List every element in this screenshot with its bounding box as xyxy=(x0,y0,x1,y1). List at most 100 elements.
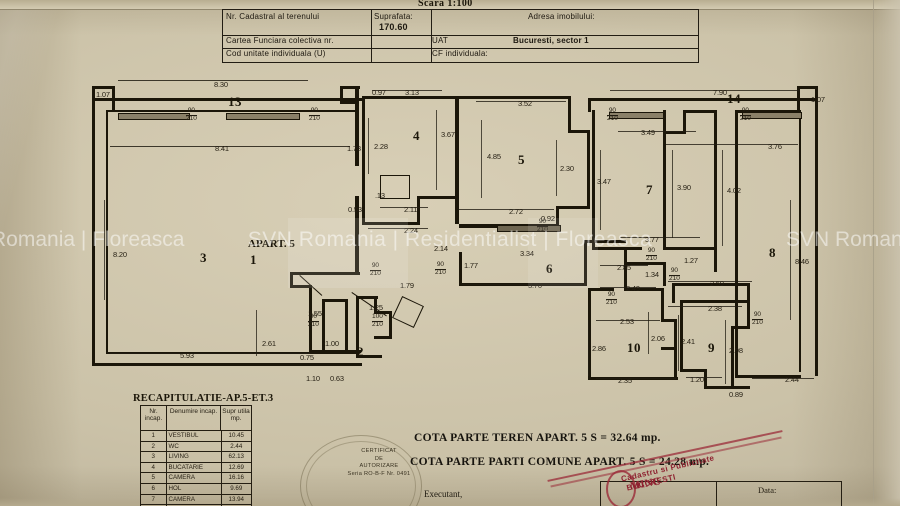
dimline-230 xyxy=(556,140,557,196)
dimline-298 xyxy=(725,320,726,384)
wall-room9-r2 xyxy=(747,300,750,326)
wall-room9-bot1 xyxy=(680,369,706,372)
door-height: 210 xyxy=(186,114,197,122)
dimension-label: 3.52 xyxy=(518,99,532,108)
wall-vestibul-v xyxy=(290,272,293,286)
wall-room9-left xyxy=(680,300,683,372)
dimension-label: 2.98 xyxy=(729,346,743,355)
door-width: 90 xyxy=(538,218,547,225)
wall-entry-b xyxy=(356,296,359,358)
wall-room5-right-a xyxy=(568,96,571,132)
recap-cell-nr: 1 xyxy=(141,431,167,441)
dimension-label: 1.25 xyxy=(369,303,383,312)
scale-label: Scara 1:100 xyxy=(418,0,473,9)
wall-room9-ceil xyxy=(680,300,748,303)
wall-wc-right xyxy=(345,299,348,353)
dimension-label: 8.41 xyxy=(215,144,229,153)
recap-cell-nr: 4 xyxy=(141,462,167,473)
recap-cell-name: VESTIBUL xyxy=(167,431,222,441)
dimline-370 xyxy=(462,284,582,285)
dimension-label: 0.89 xyxy=(729,390,743,399)
recap-cell-nr: 5 xyxy=(141,473,167,483)
wall-right-outer xyxy=(815,86,818,376)
dimension-label: 3.67 xyxy=(441,130,455,139)
wall-room9-rv3 xyxy=(731,326,734,388)
wall-room9-bot2 xyxy=(704,386,750,389)
dimension-label: 4.02 xyxy=(727,186,741,195)
dimension-label: 2.72 xyxy=(509,207,523,216)
wall-room5-step xyxy=(568,130,590,133)
wall-room7-bot2 xyxy=(663,247,717,250)
door-width: 90 xyxy=(741,107,750,114)
dimension-label: 4.85 xyxy=(487,152,501,161)
dimline-259 xyxy=(668,281,752,282)
dimension-label: 2.53 xyxy=(620,317,634,326)
cert-line-2: DE xyxy=(374,455,384,462)
wall-spine-lower xyxy=(355,196,359,274)
wall-tr-return-v xyxy=(797,86,800,112)
dimline-253 xyxy=(596,320,660,321)
dimension-label: 3.70 xyxy=(528,281,542,290)
wall-left-outer xyxy=(92,98,95,366)
wall-vestibul-h xyxy=(290,285,312,288)
dimline-235 xyxy=(596,378,676,379)
wall-left-inner xyxy=(106,110,108,354)
wall-room5-right-b xyxy=(587,130,590,208)
wall-room4-rtop xyxy=(417,196,457,199)
recap-cell-nr: 7 xyxy=(141,494,167,505)
door-height: 210 xyxy=(308,320,319,328)
cad-col2-header: Suprafata: xyxy=(374,12,413,21)
dimline-211 xyxy=(380,207,428,208)
dimline-224 xyxy=(368,228,428,229)
dimline-244 xyxy=(752,378,814,379)
wall-tl-return-h xyxy=(92,86,114,89)
wall-tl-return-v xyxy=(92,86,95,100)
wall-entry-g xyxy=(389,311,392,339)
recap-cell-area: 9.69 xyxy=(230,484,243,492)
wall-vestibul-r xyxy=(309,285,312,353)
wall-room7-r3 xyxy=(663,131,666,249)
dimline-272 xyxy=(458,209,554,210)
dimension-label: 2.30 xyxy=(560,164,574,173)
dimline-249 xyxy=(600,287,656,288)
wall-entry-a xyxy=(356,296,378,299)
dimline-593 xyxy=(110,353,310,354)
wall-right-inner xyxy=(799,110,801,372)
wall-room7-bottom xyxy=(592,247,642,250)
door-width: 90 xyxy=(371,262,380,269)
room-number-14: 14 xyxy=(727,91,741,106)
cad-suprafata-value: 170.60 xyxy=(379,22,408,32)
wall-room10-rv1 xyxy=(661,288,664,322)
recap-cell-area: 2.44 xyxy=(230,442,243,450)
date-label: Data: xyxy=(758,485,777,495)
dimline-390 xyxy=(672,150,673,238)
recap-cell-name: LIVING xyxy=(167,452,222,462)
cad-uat-label: UAT xyxy=(432,36,449,45)
dimline-402 xyxy=(722,150,723,246)
recap-cell-name: HOL xyxy=(167,483,222,494)
dimline-820 xyxy=(104,200,105,300)
recap-cell-name: WC xyxy=(167,441,222,452)
dimline-841 xyxy=(110,146,350,147)
dimension-label: 1.07 xyxy=(811,95,825,104)
recap-cell-nr: 3 xyxy=(141,452,167,462)
dimline-228 xyxy=(368,118,369,174)
wall-room10-step xyxy=(661,319,677,322)
watermark-left: SVN Romania | Floreasca xyxy=(0,228,185,251)
dimension-label: 8.30 xyxy=(214,80,228,89)
door-width: 100 xyxy=(372,313,383,320)
wall-room5-top xyxy=(459,96,571,99)
room-number-9: 9 xyxy=(708,340,715,355)
dimension-label: 0.97 xyxy=(372,88,386,97)
wall-top-left xyxy=(92,98,362,101)
wall-room7-r2 xyxy=(683,110,686,134)
